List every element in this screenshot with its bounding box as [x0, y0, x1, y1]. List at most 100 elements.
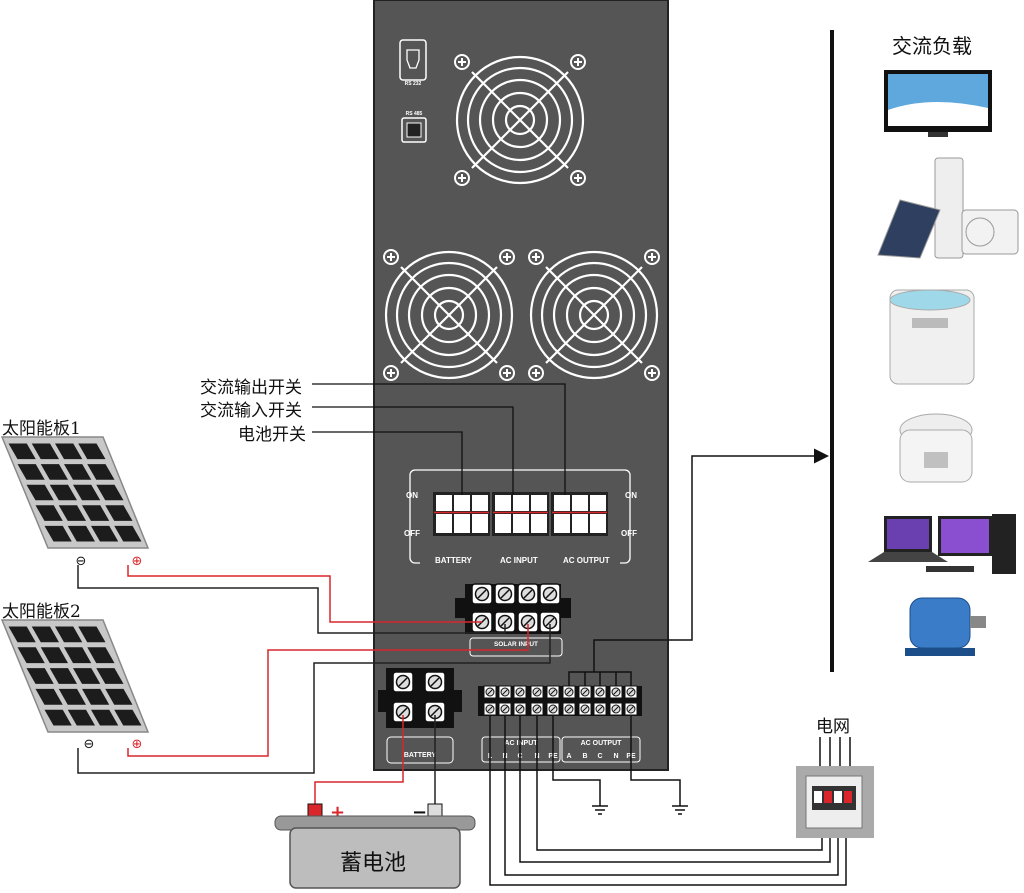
battery-breaker[interactable]: [433, 492, 490, 536]
rice-cooker-icon: [899, 413, 973, 483]
breaker-ac-input-label: AC INPUT: [500, 556, 538, 565]
grid-distribution-box-icon: [796, 766, 874, 838]
solar-cell: [17, 464, 45, 480]
ac-output-wiring: [568, 448, 829, 686]
solar-cell: [40, 464, 68, 480]
solar-cell: [73, 668, 101, 684]
solar-input-terminal: SOLAR INPUT: [455, 583, 571, 657]
solar-cell: [40, 647, 68, 664]
solar-panel-1-cells: [8, 443, 142, 542]
negative-terminal-icon: ⊖: [84, 737, 95, 752]
battery-terminal: BATTERY: [378, 668, 462, 764]
solar-wiring: [77, 565, 551, 774]
battery-bank-icon: + −: [274, 802, 476, 889]
battery-switch-label: 电池开关: [238, 425, 306, 445]
ac-output-pin-label: B: [582, 753, 587, 760]
ground-icon: [671, 795, 689, 815]
ac-load-label: 交流负载: [892, 34, 972, 58]
on-label-right: ON: [625, 491, 637, 500]
ground-icon: [591, 795, 609, 815]
solar-panel-2-icon: [0, 619, 150, 733]
solar-cell: [67, 525, 95, 542]
solar-panel-1-icon: [0, 436, 150, 549]
solar-cell: [82, 688, 110, 705]
solar-cell: [64, 464, 92, 480]
solar-cell: [31, 443, 59, 460]
solar-cell: [26, 484, 54, 501]
solar-cell: [73, 484, 101, 501]
solar-cell: [8, 443, 36, 460]
solar-panel-1-label: 太阳能板1: [2, 419, 81, 439]
positive-terminal-icon: ⊕: [132, 554, 143, 569]
solar-cell: [91, 709, 119, 726]
solar-input-label: SOLAR INPUT: [494, 641, 538, 648]
solar-cell: [49, 484, 77, 501]
solar-cell: [78, 443, 106, 460]
solar-cell: [55, 443, 83, 460]
breaker-battery-label: BATTERY: [435, 556, 473, 565]
solar-cell: [31, 626, 59, 643]
solar-cell: [55, 626, 83, 643]
solar-cell: [87, 464, 115, 480]
positive-terminal-icon: ⊕: [132, 737, 143, 752]
solar-cell: [58, 505, 86, 521]
solar-cell: [78, 626, 106, 643]
solar-cell: [105, 688, 133, 705]
television-icon: [884, 70, 992, 137]
ac-output-terminal-label: AC OUTPUT: [581, 740, 623, 747]
ac-output-pin-label: C: [597, 753, 602, 760]
breaker-panel: ON OFF ON OFF BATTERY AC INPUT AC OUTPUT: [404, 469, 637, 565]
solar-cell: [35, 688, 63, 705]
solar-panel-2-label: 太阳能板2: [2, 602, 81, 622]
switch-leader-lines: [312, 383, 566, 495]
solar-cell: [64, 647, 92, 664]
solar-panel-2-cells: [8, 626, 142, 726]
ground-wiring: [552, 716, 681, 796]
inverter-panel: [373, 0, 669, 771]
ac-output-pin-label: A: [566, 753, 571, 760]
rs485-port: RS 485: [401, 111, 427, 143]
solar-cell: [26, 668, 54, 684]
off-label-left: OFF: [404, 529, 420, 538]
on-label-left: ON: [406, 491, 418, 500]
battery-terminal-label: BATTERY: [404, 752, 437, 759]
solar-cell: [96, 668, 124, 684]
grid-wiring: [489, 716, 851, 886]
solar-cell: [114, 525, 142, 542]
air-conditioner-solar-water-heater-icon: [877, 157, 1019, 259]
ac-output-switch-label: 交流输出开关: [200, 378, 302, 398]
solar-cell: [82, 505, 110, 521]
rs232-label: RS 232: [405, 81, 422, 87]
ac-input-breaker[interactable]: [492, 492, 549, 536]
solar-cell: [17, 647, 45, 664]
solar-cell: [44, 709, 72, 726]
solar-cell: [8, 626, 36, 643]
solar-cell: [87, 647, 115, 664]
solar-cell: [44, 525, 72, 542]
solar-cell: [67, 709, 95, 726]
computer-icon: [868, 514, 1016, 574]
battery-wiring: [314, 715, 436, 808]
solar-cell: [35, 505, 63, 521]
solar-panel-1-terminals: ⊖ ⊕: [76, 554, 143, 569]
ac-input-switch-label: 交流输入开关: [200, 401, 302, 421]
ac-output-pin-label: N: [613, 753, 618, 760]
rs232-port: RS 232: [399, 39, 427, 87]
off-label-right: OFF: [621, 529, 637, 538]
negative-terminal-icon: ⊖: [76, 554, 87, 569]
electric-motor-icon: [905, 597, 986, 656]
solar-cell: [105, 505, 133, 521]
breaker-ac-output-label: AC OUTPUT: [563, 556, 610, 565]
rs485-label: RS 485: [406, 111, 423, 117]
battery-bank-label: 蓄电池: [340, 851, 407, 876]
washing-machine-icon: [889, 289, 975, 385]
solar-cell: [91, 525, 119, 542]
grid-label: 电网: [816, 717, 850, 737]
solar-cell: [96, 484, 124, 501]
solar-cell: [49, 668, 77, 684]
ac-output-breaker[interactable]: [551, 492, 608, 536]
ac-input-terminal-label: AC INPUT: [504, 740, 538, 747]
solar-panel-2-terminals: ⊖ ⊕: [84, 737, 143, 752]
solar-cell: [58, 688, 86, 705]
